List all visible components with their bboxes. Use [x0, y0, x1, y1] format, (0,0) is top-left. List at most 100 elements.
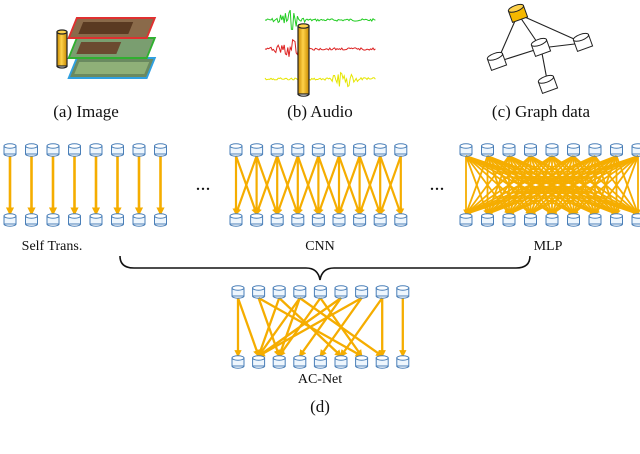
connection-arrow — [257, 297, 342, 357]
cylinder-node-icon — [272, 285, 286, 299]
connection-arrow — [337, 155, 361, 216]
cylinder-node-icon — [231, 355, 245, 369]
cylinder-node-icon — [459, 143, 473, 157]
mlp-label: MLP — [534, 239, 563, 254]
cylinder-node-icon — [25, 213, 38, 227]
connection-arrow — [464, 155, 596, 215]
connection-arrow — [340, 297, 384, 358]
cylinder-node-icon — [459, 213, 473, 227]
cylinder-node-icon — [229, 213, 243, 227]
cylinder-node-icon — [545, 143, 559, 157]
connection-arrow — [277, 297, 301, 358]
network-nodes — [3, 143, 640, 369]
cylinder-node-icon — [250, 213, 264, 227]
cylinder-node-icon — [481, 143, 494, 157]
cylinder-node-icon — [567, 213, 580, 227]
cylinder-node-icon — [270, 213, 284, 227]
connection-arrow — [255, 155, 279, 216]
cylinder-node-icon — [332, 143, 346, 157]
cylinder-node-icon — [502, 143, 516, 157]
graph-node-icon — [530, 37, 552, 58]
cylinder-node-icon — [313, 355, 327, 369]
connection-arrow — [236, 297, 261, 358]
cylinder-node-icon — [375, 355, 389, 369]
cylinder-node-icon — [272, 355, 286, 369]
cylinder-node-icon — [375, 285, 389, 299]
cylinder-node-icon — [396, 355, 410, 369]
graph-node-icon — [572, 32, 594, 53]
cylinder-node-icon — [25, 143, 38, 157]
connection-arrow — [551, 155, 639, 215]
cylinder-node-icon — [154, 143, 167, 157]
cylinder-node-icon — [293, 285, 307, 299]
graph-node-icon — [486, 51, 508, 72]
audio-slice-cylinder-icon — [297, 23, 310, 97]
cylinder-node-icon — [68, 213, 81, 227]
cnn-label: CNN — [305, 239, 335, 254]
cylinder-node-icon — [68, 143, 81, 157]
cylinder-node-icon — [250, 143, 264, 157]
acnet-label: AC-Net — [298, 372, 342, 387]
connection-arrow — [378, 155, 402, 216]
connection-arrow — [486, 155, 639, 216]
audio-caption: (b) Audio — [287, 102, 353, 121]
cylinder-node-icon — [313, 285, 327, 299]
connection-arrow — [234, 155, 258, 216]
cylinder-node-icon — [610, 213, 623, 227]
cylinder-node-icon — [567, 143, 580, 157]
image-slice-cylinder-icon — [56, 29, 68, 69]
cylinder-node-icon — [524, 143, 537, 157]
connection-arrow — [257, 297, 301, 358]
grouping-brace — [119, 255, 531, 281]
connection-arrow — [572, 155, 639, 215]
cylinder-node-icon — [588, 213, 602, 227]
cylinder-node-icon — [252, 285, 266, 299]
cylinder-node-icon — [396, 285, 410, 299]
cylinder-node-icon — [132, 213, 146, 227]
cylinder-node-icon — [334, 285, 348, 299]
cylinder-node-icon — [355, 285, 369, 299]
self-trans-label: Self Trans. — [22, 239, 83, 254]
cylinder-node-icon — [588, 143, 602, 157]
cylinder-node-icon — [631, 143, 640, 157]
cylinder-node-icon — [353, 143, 367, 157]
connection-arrow — [257, 297, 281, 358]
cylinder-node-icon — [3, 213, 17, 227]
cylinder-node-icon — [229, 143, 243, 157]
cylinder-node-icon — [231, 285, 245, 299]
connection-arrow — [594, 155, 639, 215]
network-edges — [5, 155, 640, 358]
cylinder-node-icon — [132, 143, 146, 157]
connection-arrow — [465, 155, 532, 215]
graph-data-icon — [486, 3, 594, 95]
cylinder-node-icon — [502, 213, 516, 227]
cylinder-node-icon — [291, 213, 305, 227]
connection-arrow — [465, 155, 553, 215]
connection-arrow — [319, 297, 363, 358]
graph-node-icon — [537, 74, 559, 95]
cylinder-node-icon — [332, 213, 346, 227]
cylinder-node-icon — [394, 143, 408, 157]
image-caption: (a) Image — [53, 102, 119, 121]
cylinder-node-icon — [111, 143, 124, 157]
connection-arrow — [358, 155, 382, 216]
ellipsis-right: ... — [430, 173, 445, 195]
cylinder-node-icon — [394, 213, 408, 227]
cylinder-node-icon — [373, 143, 387, 157]
cylinder-node-icon — [353, 213, 367, 227]
connection-arrow — [465, 155, 510, 215]
cylinder-node-icon — [373, 213, 387, 227]
d-caption: (d) — [310, 397, 330, 416]
connection-arrow — [296, 155, 320, 216]
audio-waveforms-icon — [264, 9, 376, 88]
cylinder-node-icon — [89, 213, 103, 227]
connection-arrow — [464, 155, 639, 216]
connection-arrow — [529, 155, 639, 215]
connection-arrow — [275, 155, 299, 216]
cylinder-node-icon — [270, 143, 284, 157]
cylinder-node-icon — [355, 355, 369, 369]
cylinder-node-icon — [46, 143, 60, 157]
cylinder-node-icon — [3, 143, 17, 157]
cylinder-node-icon — [291, 143, 305, 157]
cylinder-node-icon — [46, 213, 60, 227]
